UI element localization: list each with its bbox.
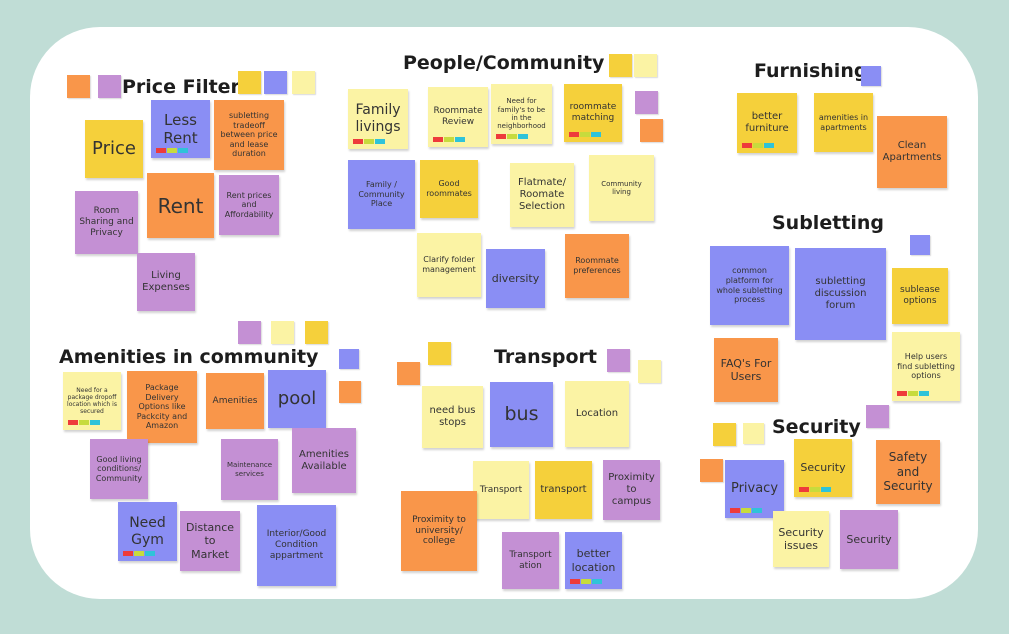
sticky-note[interactable]: subletting tradeoff between price and le… (214, 100, 284, 170)
color-swatch[interactable] (638, 360, 661, 383)
sticky-note[interactable]: Community living (589, 155, 654, 221)
sticky-note[interactable]: Price (85, 120, 143, 178)
sticky-note[interactable]: Room Sharing and Privacy (75, 191, 138, 254)
sticky-note[interactable]: Rent (147, 173, 214, 238)
sticky-note[interactable]: Security issues (773, 511, 829, 567)
sticky-note[interactable]: Need for a package dropoff location whic… (63, 372, 121, 430)
sticky-note[interactable]: Roommate preferences (565, 234, 629, 298)
color-swatch[interactable] (238, 71, 261, 94)
color-swatch[interactable] (743, 423, 764, 444)
sticky-note[interactable]: subletting discussion forum (795, 248, 886, 340)
sticky-note[interactable]: Security (794, 439, 852, 497)
sticky-note[interactable]: Proximity to university/ college (401, 491, 477, 571)
sticky-note[interactable]: Need Gym (118, 502, 177, 561)
sticky-note[interactable]: common platform for whole subletting pro… (710, 246, 789, 325)
color-swatch[interactable] (634, 54, 657, 77)
color-swatch[interactable] (339, 349, 359, 369)
color-swatch[interactable] (264, 71, 287, 94)
color-swatch[interactable] (866, 405, 889, 428)
sticky-note[interactable]: Distance to Market (180, 511, 240, 571)
color-swatch[interactable] (607, 349, 630, 372)
color-swatch[interactable] (238, 321, 261, 344)
sticky-note[interactable]: pool (268, 370, 326, 428)
sticky-note[interactable]: roommate matching (564, 84, 622, 142)
sticky-note[interactable]: transport (535, 461, 592, 519)
color-swatch[interactable] (305, 321, 328, 344)
sticky-note[interactable]: Good living conditions/ Community (90, 439, 148, 499)
sticky-note[interactable]: Amenities (206, 373, 264, 429)
color-swatch[interactable] (428, 342, 451, 365)
sticky-note[interactable]: FAQ's For Users (714, 338, 778, 402)
sticky-note[interactable]: Clarify folder management (417, 233, 481, 297)
section-title-amenities: Amenities in community (59, 346, 319, 368)
section-title-transport: Transport (494, 346, 598, 368)
color-swatch[interactable] (397, 362, 420, 385)
sticky-note[interactable]: Clean Apartments (877, 116, 947, 188)
sticky-note[interactable]: Amenities Available (292, 428, 356, 493)
sticky-note[interactable]: Proximity to campus (603, 460, 660, 520)
color-swatch[interactable] (910, 235, 930, 255)
section-title-subletting: Subletting (772, 212, 885, 234)
color-swatch[interactable] (700, 459, 723, 482)
section-title-price-filter: Price Filter (122, 76, 240, 98)
sticky-note[interactable]: Package Delivery Options like Packcity a… (127, 371, 197, 443)
color-swatch[interactable] (713, 423, 736, 446)
section-title-furnishing: Furnishing (754, 60, 868, 82)
sticky-note[interactable]: Flatmate/ Roomate Selection (510, 163, 574, 227)
sticky-note[interactable]: Need for family's to be in the neighborh… (491, 84, 552, 144)
whiteboard: Price Filter Price Less Rent subletting … (30, 27, 978, 599)
color-swatch[interactable] (292, 71, 315, 94)
sticky-note[interactable]: Maintenance services (221, 439, 278, 500)
sticky-note[interactable]: Help users find subletting options (892, 332, 960, 401)
sticky-note[interactable]: Living Expenses (137, 253, 195, 311)
color-swatch[interactable] (640, 119, 663, 142)
sticky-note[interactable]: diversity (486, 249, 545, 308)
color-swatch[interactable] (67, 75, 90, 98)
sticky-note[interactable]: better location (565, 532, 622, 589)
color-swatch[interactable] (339, 381, 361, 403)
sticky-note[interactable]: Transport (473, 461, 529, 519)
color-swatch[interactable] (861, 66, 881, 86)
sticky-note[interactable]: Safety and Security (876, 440, 940, 504)
section-title-security: Security (772, 416, 861, 438)
sticky-note[interactable]: sublease options (892, 268, 948, 324)
color-swatch[interactable] (609, 54, 632, 77)
sticky-note[interactable]: Family / Community Place (348, 160, 415, 229)
sticky-note[interactable]: need bus stops (422, 386, 483, 448)
sticky-note[interactable]: Family livings (348, 89, 408, 149)
sticky-note[interactable]: bus (490, 382, 553, 447)
sticky-note[interactable]: Location (565, 381, 629, 447)
sticky-note[interactable]: Transport ation (502, 532, 559, 589)
color-swatch[interactable] (98, 75, 121, 98)
sticky-note[interactable]: Roommate Review (428, 87, 488, 147)
sticky-note[interactable]: amenities in apartments (814, 93, 873, 152)
sticky-note[interactable]: Good roommates (420, 160, 478, 218)
sticky-note[interactable]: Less Rent (151, 100, 210, 158)
sticky-note[interactable]: Rent prices and Affordability (219, 175, 279, 235)
sticky-note[interactable]: Interior/Good Condition appartment (257, 505, 336, 586)
section-title-people-community: People/Community (403, 52, 605, 74)
color-swatch[interactable] (271, 321, 294, 344)
sticky-note[interactable]: Privacy (725, 460, 784, 518)
sticky-note[interactable]: better furniture (737, 93, 797, 153)
sticky-note[interactable]: Security (840, 510, 898, 569)
color-swatch[interactable] (635, 91, 658, 114)
